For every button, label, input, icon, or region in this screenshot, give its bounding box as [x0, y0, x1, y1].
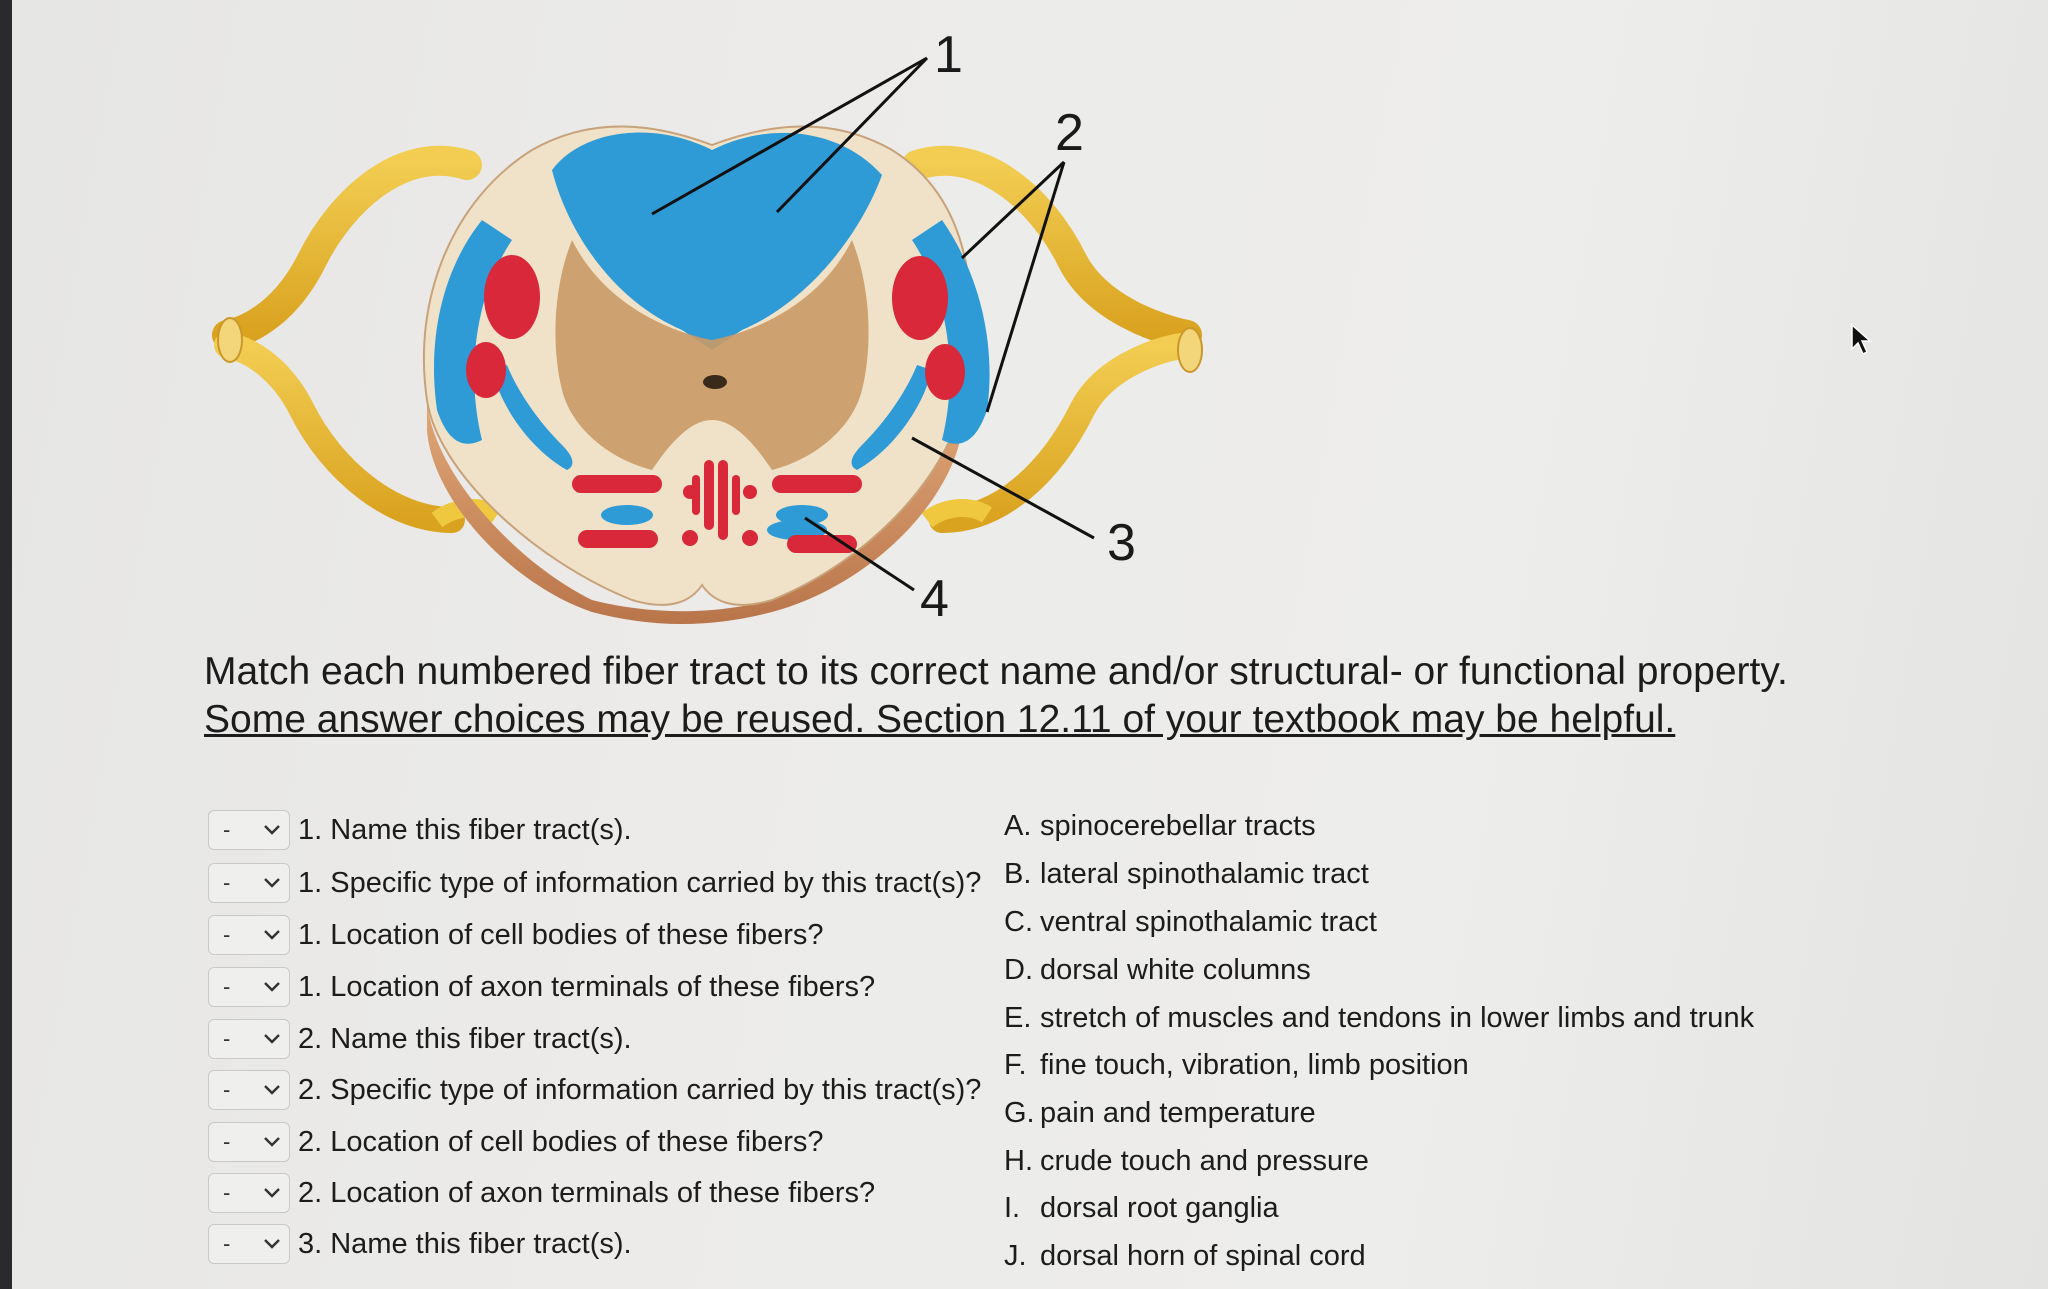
answer-letter: D. — [1004, 954, 1033, 986]
answer-letter: B. — [1004, 858, 1032, 890]
instructions-emphasis: Some answer choices may be reused. Secti… — [204, 698, 1676, 741]
answer-dropdown[interactable]: - — [208, 915, 290, 955]
label-3: 3 — [1107, 514, 1136, 572]
chevron-down-icon — [264, 825, 280, 835]
answer-letter: G. — [1004, 1097, 1035, 1129]
answer-letter: A. — [1004, 810, 1032, 842]
answer-choice: B.lateral spinothalamic tract — [1004, 858, 1369, 891]
instructions-text: Match each numbered fiber tract to its c… — [204, 648, 1804, 744]
answer-letter: F. — [1004, 1049, 1027, 1081]
screen: 1 2 3 4 Match each numbered fiber tract … — [12, 0, 2048, 1289]
question-row: - 2. Specific type of information carrie… — [208, 1068, 981, 1112]
red-tracts — [466, 255, 965, 553]
chevron-down-icon — [264, 1188, 280, 1198]
question-row: - 3. Name this fiber tract(s). — [208, 1222, 632, 1266]
answer-dropdown[interactable]: - — [208, 1070, 290, 1110]
answer-choice: F. fine touch, vibration, limb position — [1004, 1049, 1469, 1082]
question-text: 3. Name this fiber tract(s). — [298, 1227, 632, 1260]
right-spinal-nerve — [902, 145, 1203, 533]
question-text: 1. Specific type of information carried … — [298, 866, 982, 899]
label-4: 4 — [920, 570, 949, 628]
answer-choice: G.pain and temperature — [1004, 1097, 1316, 1130]
answer-dropdown[interactable]: - — [208, 967, 290, 1007]
question-row: - 2. Location of cell bodies of these fi… — [208, 1120, 824, 1164]
question-text: 1. Name this fiber tract(s). — [298, 813, 632, 846]
answer-dropdown[interactable]: - — [208, 1019, 290, 1059]
label-1: 1 — [934, 26, 963, 84]
answer-choice: A.spinocerebellar tracts — [1004, 810, 1316, 843]
dropdown-selected: - — [223, 1026, 231, 1051]
answer-text: ventral spinothalamic tract — [1040, 906, 1377, 938]
spinal-cord-diagram: 1 2 3 4 — [212, 26, 1203, 628]
leader-lines — [651, 56, 1095, 592]
central-canal — [703, 375, 727, 389]
dropdown-selected: - — [223, 1231, 231, 1256]
answer-text: crude touch and pressure — [1040, 1145, 1369, 1177]
answer-choice: H.crude touch and pressure — [1004, 1145, 1369, 1178]
question-text: 1. Location of axon terminals of these f… — [298, 970, 876, 1003]
answer-dropdown[interactable]: - — [208, 1122, 290, 1162]
question-text: 2. Location of cell bodies of these fibe… — [298, 1125, 824, 1158]
chevron-down-icon — [264, 1239, 280, 1249]
chevron-down-icon — [264, 1034, 280, 1044]
answer-text: spinocerebellar tracts — [1040, 810, 1316, 842]
dropdown-selected: - — [223, 1180, 231, 1205]
dropdown-selected: - — [223, 1129, 231, 1154]
answer-letter: H. — [1004, 1145, 1033, 1177]
question-row: - 1. Location of cell bodies of these fi… — [208, 913, 824, 957]
mouse-pointer-icon — [1851, 323, 1872, 356]
chevron-down-icon — [264, 1137, 280, 1147]
dropdown-selected: - — [223, 817, 231, 842]
dropdown-selected: - — [223, 974, 231, 999]
question-row: - 1. Specific type of information carrie… — [208, 861, 981, 905]
answer-text: stretch of muscles and tendons in lower … — [1040, 1002, 1755, 1034]
question-text: 2. Location of axon terminals of these f… — [298, 1176, 876, 1209]
answer-choice: E.stretch of muscles and tendons in lowe… — [1004, 1002, 1754, 1035]
instructions-lead: Match each numbered fiber tract to its c… — [204, 650, 1788, 693]
answer-letter: I. — [1004, 1192, 1021, 1224]
gray-matter — [555, 240, 869, 470]
answer-dropdown[interactable]: - — [208, 1173, 290, 1213]
question-text: 2. Specific type of information carried … — [298, 1073, 982, 1106]
dropdown-selected: - — [223, 870, 231, 895]
answer-text: dorsal horn of spinal cord — [1040, 1240, 1366, 1272]
chevron-down-icon — [264, 878, 280, 888]
question-row: - 2. Location of axon terminals of these… — [208, 1171, 875, 1215]
answer-dropdown[interactable]: - — [208, 1224, 290, 1264]
answer-choice: I. dorsal root ganglia — [1004, 1192, 1279, 1225]
answer-letter: C. — [1004, 906, 1033, 938]
chevron-down-icon — [264, 930, 280, 940]
chevron-down-icon — [264, 1085, 280, 1095]
answer-dropdown[interactable]: - — [208, 810, 290, 850]
answer-choice: J. dorsal horn of spinal cord — [1004, 1240, 1366, 1273]
answer-choice: D.dorsal white columns — [1004, 954, 1311, 987]
answer-text: lateral spinothalamic tract — [1040, 858, 1369, 890]
question-row: - 2. Name this fiber tract(s). — [208, 1017, 632, 1061]
chevron-down-icon — [264, 982, 280, 992]
answer-text: dorsal white columns — [1040, 954, 1311, 986]
question-text: 1. Location of cell bodies of these fibe… — [298, 918, 824, 951]
answer-letter: E. — [1004, 1002, 1032, 1034]
dropdown-selected: - — [223, 1077, 231, 1102]
question-row: - 1. Name this fiber tract(s). — [208, 808, 632, 852]
question-row: - 1. Location of axon terminals of these… — [208, 965, 875, 1009]
answer-dropdown[interactable]: - — [208, 863, 290, 903]
question-text: 2. Name this fiber tract(s). — [298, 1022, 632, 1055]
answer-choice: C.ventral spinothalamic tract — [1004, 906, 1377, 939]
label-2: 2 — [1055, 104, 1084, 162]
answer-text: fine touch, vibration, limb position — [1040, 1049, 1469, 1081]
answer-letter: J. — [1004, 1240, 1027, 1272]
dropdown-selected: - — [223, 922, 231, 947]
answer-text: dorsal root ganglia — [1040, 1192, 1279, 1224]
answer-text: pain and temperature — [1040, 1097, 1316, 1129]
